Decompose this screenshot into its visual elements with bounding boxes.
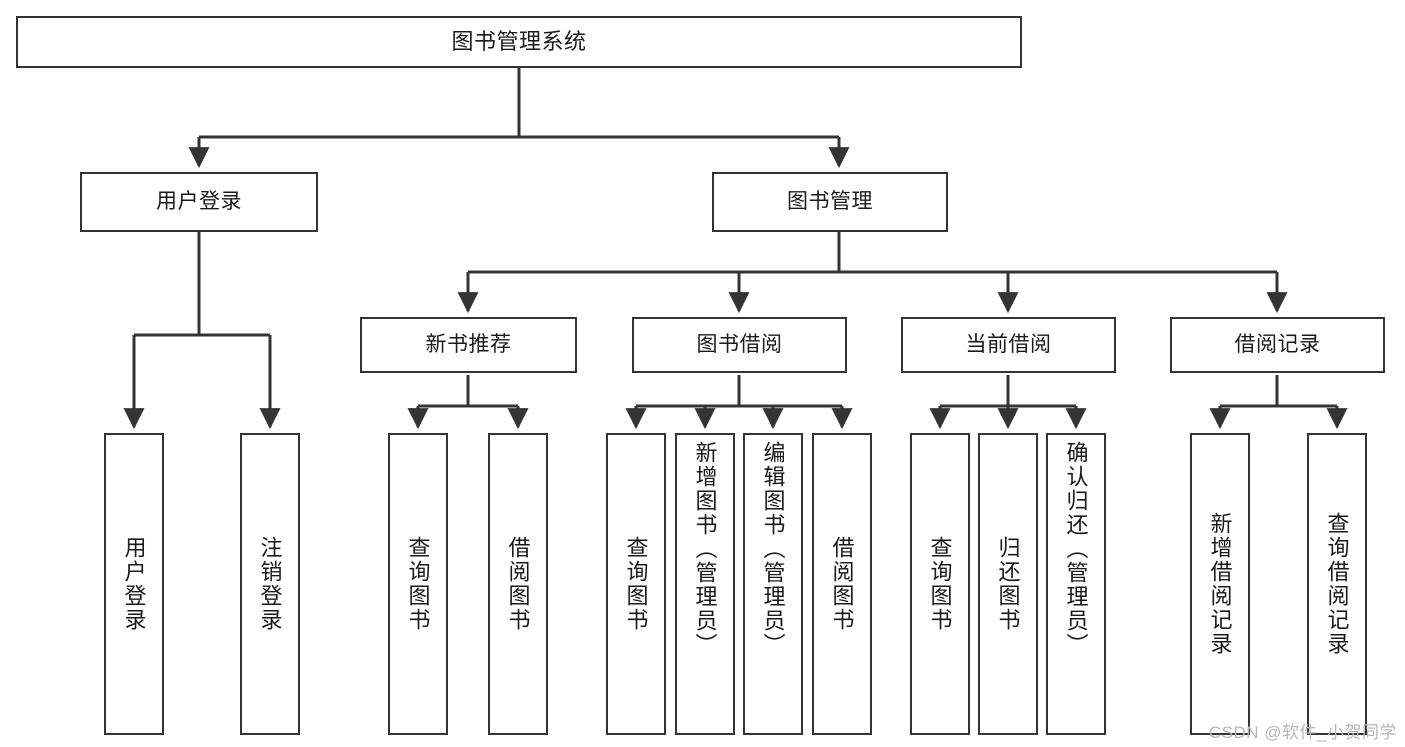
node-borrow-record-label: 借阅记录 bbox=[1234, 332, 1321, 356]
node-leaf-borrow-query-label: 查询图书 bbox=[623, 536, 649, 632]
node-leaf-rec-borrow[interactable]: 借阅图书 bbox=[488, 433, 548, 735]
node-leaf-rec-add-label: 新增借阅记录 bbox=[1207, 512, 1233, 656]
node-root[interactable]: 图书管理系统 bbox=[16, 16, 1022, 68]
node-leaf-user-login-label: 用户登录 bbox=[121, 536, 147, 632]
node-leaf-cur-return[interactable]: 归还图书 bbox=[978, 433, 1038, 735]
node-book-borrow-label: 图书借阅 bbox=[696, 332, 783, 356]
node-new-book-rec-label: 新书推荐 bbox=[425, 332, 512, 356]
node-leaf-cur-confirm[interactable]: 确认归还（管理员） bbox=[1046, 433, 1106, 735]
node-leaf-user-logout[interactable]: 注销登录 bbox=[240, 433, 300, 735]
node-book-manage[interactable]: 图书管理 bbox=[712, 172, 948, 232]
node-leaf-borrow-lend-label: 借阅图书 bbox=[829, 536, 855, 632]
watermark: CSDN @软件_小贺同学 bbox=[1208, 723, 1397, 742]
node-leaf-cur-query-label: 查询图书 bbox=[927, 536, 953, 632]
node-leaf-rec-search-label: 查询借阅记录 bbox=[1324, 512, 1350, 656]
node-leaf-rec-query[interactable]: 查询图书 bbox=[388, 433, 448, 735]
node-leaf-borrow-edit[interactable]: 编辑图书（管理员） bbox=[743, 433, 803, 735]
node-leaf-cur-confirm-label: 确认归还（管理员） bbox=[1063, 441, 1089, 657]
node-leaf-rec-borrow-label: 借阅图书 bbox=[505, 536, 531, 632]
node-leaf-borrow-add-label: 新增图书（管理员） bbox=[692, 441, 718, 657]
node-current-borrow-label: 当前借阅 bbox=[965, 332, 1052, 356]
node-leaf-rec-add[interactable]: 新增借阅记录 bbox=[1190, 433, 1250, 735]
node-user-login[interactable]: 用户登录 bbox=[80, 172, 318, 232]
node-book-borrow[interactable]: 图书借阅 bbox=[632, 317, 847, 373]
node-leaf-borrow-query[interactable]: 查询图书 bbox=[606, 433, 666, 735]
node-leaf-rec-query-label: 查询图书 bbox=[405, 536, 431, 632]
node-leaf-rec-search[interactable]: 查询借阅记录 bbox=[1307, 433, 1367, 735]
node-user-login-label: 用户登录 bbox=[156, 189, 242, 213]
node-leaf-borrow-edit-label: 编辑图书（管理员） bbox=[760, 441, 786, 657]
node-leaf-user-login[interactable]: 用户登录 bbox=[104, 433, 164, 735]
node-new-book-rec[interactable]: 新书推荐 bbox=[360, 317, 577, 373]
node-leaf-cur-query[interactable]: 查询图书 bbox=[910, 433, 970, 735]
node-leaf-cur-return-label: 归还图书 bbox=[995, 536, 1021, 632]
node-borrow-record[interactable]: 借阅记录 bbox=[1170, 317, 1385, 373]
node-book-manage-label: 图书管理 bbox=[787, 189, 873, 213]
node-leaf-borrow-lend[interactable]: 借阅图书 bbox=[812, 433, 872, 735]
node-current-borrow[interactable]: 当前借阅 bbox=[901, 317, 1116, 373]
node-leaf-borrow-add[interactable]: 新增图书（管理员） bbox=[675, 433, 735, 735]
node-leaf-user-logout-label: 注销登录 bbox=[257, 536, 283, 632]
node-root-label: 图书管理系统 bbox=[451, 29, 587, 55]
